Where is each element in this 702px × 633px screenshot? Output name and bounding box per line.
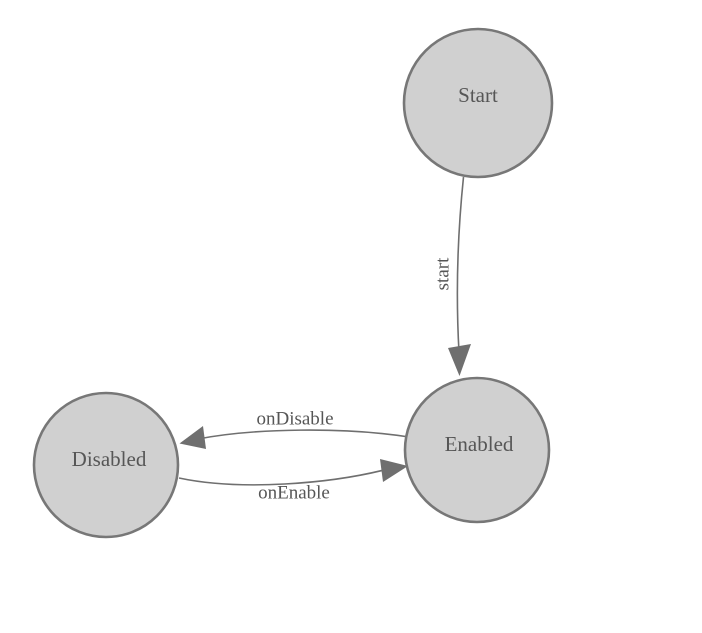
edge-label-ondisable: onDisable xyxy=(256,408,333,429)
edge-label-onenable: onEnable xyxy=(258,482,330,503)
node-disabled-label: Disabled xyxy=(72,447,147,471)
node-disabled[interactable]: Disabled xyxy=(32,391,180,539)
edge-line-start-to-enabled xyxy=(456,176,465,353)
node-enabled-circle xyxy=(403,376,551,524)
edge-line-enabled-to-disabled xyxy=(197,429,410,440)
node-enabled[interactable]: Enabled xyxy=(403,376,551,524)
edge-enabled-to-disabled[interactable] xyxy=(179,426,410,449)
node-start-circle xyxy=(402,27,554,179)
arrowhead-down-icon xyxy=(448,344,471,376)
edge-disabled-to-enabled[interactable] xyxy=(178,459,408,486)
edge-start-to-enabled[interactable] xyxy=(448,176,471,376)
arrowhead-right-icon xyxy=(380,459,408,482)
edge-label-start: start xyxy=(432,257,453,290)
arrowhead-left-icon xyxy=(179,426,206,449)
edge-line-disabled-to-enabled xyxy=(178,468,389,486)
node-enabled-label: Enabled xyxy=(445,432,514,456)
node-start[interactable]: Start xyxy=(402,27,554,179)
node-start-label: Start xyxy=(458,83,498,107)
node-disabled-circle xyxy=(32,391,180,539)
